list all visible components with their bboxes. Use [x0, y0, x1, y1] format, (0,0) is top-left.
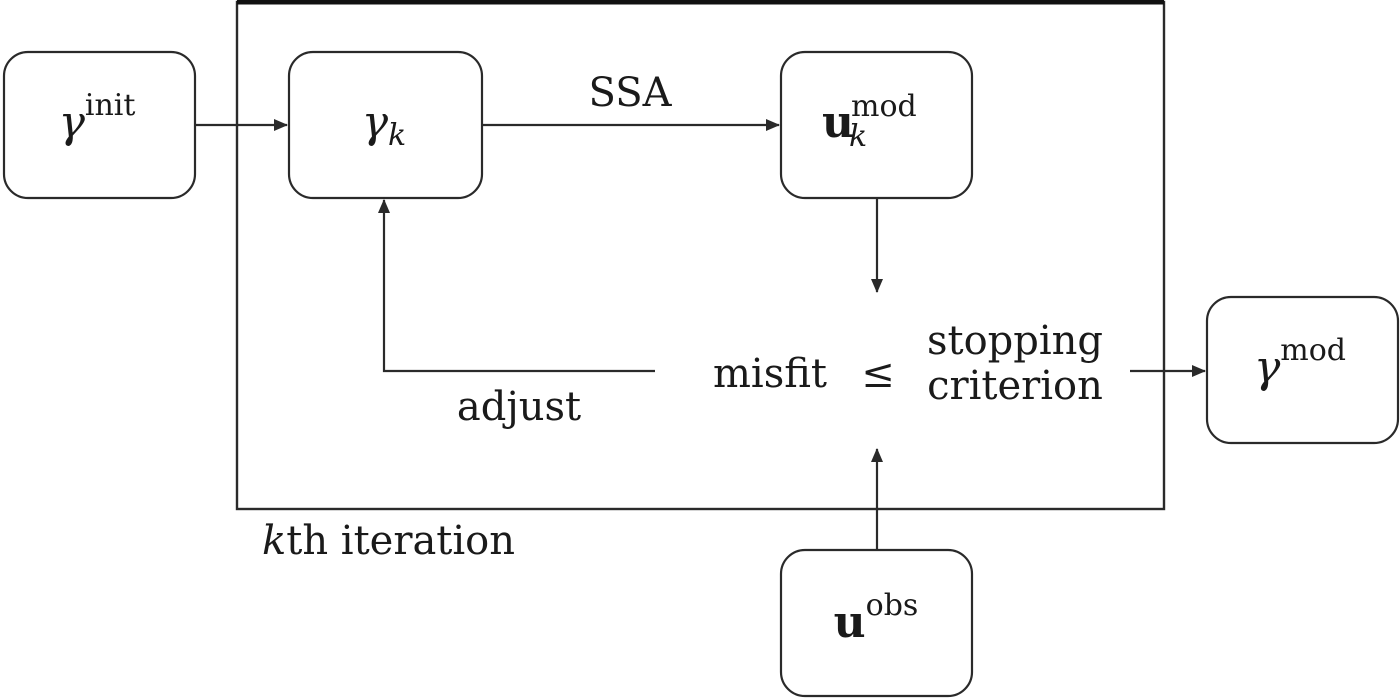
- u-mod-sup: mod: [851, 89, 917, 124]
- u-mod-sub: k: [849, 119, 867, 154]
- condition-rhs-line2: criterion: [927, 363, 1103, 409]
- frame-caption-k: k: [262, 518, 286, 564]
- svg-text:γinit: γinit: [59, 88, 136, 148]
- gamma-init-sup: init: [85, 88, 136, 123]
- node-u-obs: uobs: [779, 548, 974, 698]
- u-obs-sup: obs: [866, 588, 919, 623]
- svg-text:u: u: [822, 97, 854, 148]
- iteration-frame: [235, 0, 1166, 511]
- arrows: [195, 119, 1206, 550]
- node-gamma-init: γinit: [2, 50, 197, 200]
- gamma-k-sub: k: [388, 118, 406, 153]
- node-gamma-mod: γmod: [1205, 295, 1400, 445]
- node-u-mod: u k mod: [779, 50, 974, 200]
- condition-rhs-line1: stopping: [927, 318, 1103, 364]
- gamma-mod-base: γ: [1254, 342, 1281, 393]
- gamma-k-base: γ: [362, 97, 389, 148]
- frame-caption-rest: th iteration: [286, 518, 515, 564]
- arrow-adjust-loop: [378, 199, 655, 373]
- frame-caption: kth iteration: [262, 518, 515, 564]
- condition-operator: ≤: [861, 351, 895, 397]
- stopping-condition: misfit ≤ stopping criterion: [713, 318, 1103, 409]
- condition-lhs: misfit: [713, 351, 827, 397]
- gamma-mod-sup: mod: [1280, 333, 1346, 368]
- u-obs-base: u: [834, 597, 866, 648]
- svg-text:γmod: γmod: [1254, 333, 1346, 393]
- u-mod-base: u: [822, 97, 854, 148]
- svg-text:γk: γk: [362, 97, 406, 153]
- gamma-init-base: γ: [59, 97, 86, 148]
- edge-label-ssa: SSA: [589, 70, 673, 116]
- edge-label-adjust: adjust: [457, 384, 581, 430]
- node-gamma-k: γk: [287, 50, 484, 200]
- svg-text:uobs: uobs: [834, 588, 919, 648]
